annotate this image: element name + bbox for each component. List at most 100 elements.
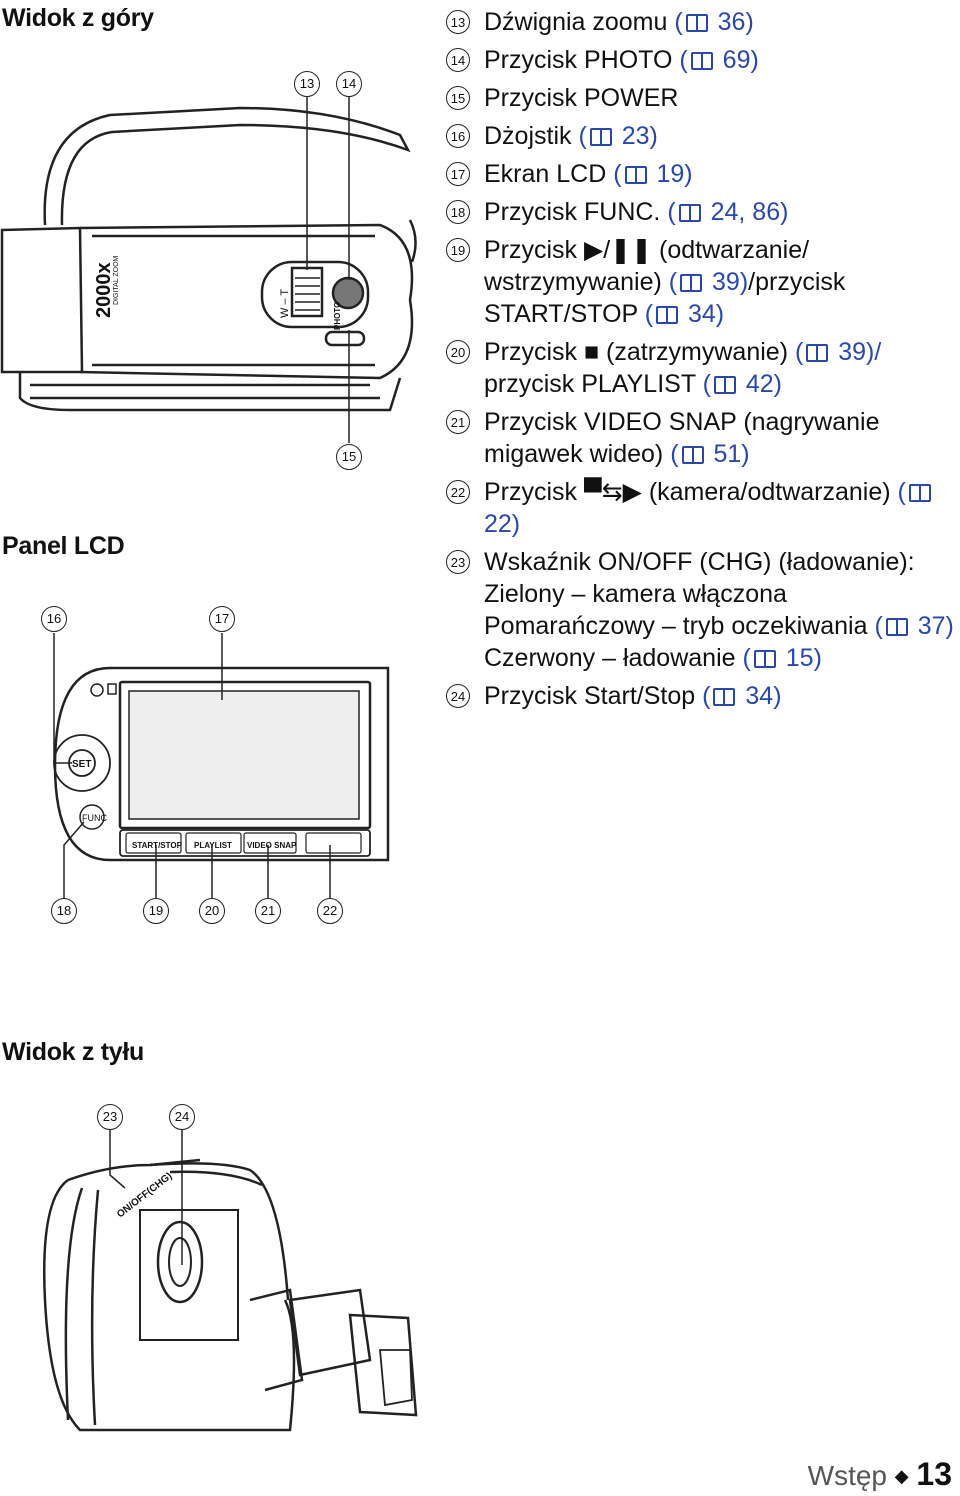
book-icon [908, 484, 931, 502]
item-number: 19 [446, 238, 470, 262]
callout-17: 17 [209, 606, 235, 632]
legend-item: 13 Dźwignia zoomu ( 36) [446, 6, 956, 38]
func-label: FUNC [82, 813, 107, 823]
page-reference[interactable]: 39)/ [831, 338, 882, 366]
footer-section: Wstęp [807, 1460, 887, 1491]
start-stop-label: START/STOP [132, 841, 183, 850]
book-icon [589, 128, 612, 146]
item-text: Przycisk VIDEO SNAP (nagrywanie migawek … [484, 408, 880, 468]
page-reference[interactable]: 39) [705, 268, 749, 296]
page-reference[interactable]: ( [674, 8, 683, 36]
legend-item: 19 Przycisk ▶/❚❚ (odtwarzanie/ wstrzymywa… [446, 234, 956, 330]
page-reference[interactable]: 42) [738, 370, 783, 398]
item-text: Przycisk POWER [484, 84, 679, 112]
item-number: 17 [446, 162, 470, 186]
camera-diagrams: 2000x DIGITAL ZOOM W – T PHOTO SET FUNC … [0, 97, 418, 1432]
page-reference[interactable]: ( [578, 122, 587, 150]
lcd-panel-diagram [53, 666, 390, 862]
callout-19: 19 [143, 898, 169, 924]
callout-15: 15 [336, 444, 362, 470]
item-text: Przycisk PHOTO [484, 46, 680, 74]
page-reference[interactable]: 69) [715, 46, 759, 74]
page-reference[interactable]: ( [702, 682, 711, 710]
onoff-label: ON/OFF(CHG) [115, 1171, 174, 1221]
book-icon [680, 274, 703, 292]
legend-item: 15 Przycisk POWER [446, 82, 956, 114]
page-reference[interactable]: 36) [710, 8, 754, 36]
book-icon [713, 688, 736, 706]
wt-label: W – T [279, 289, 291, 318]
page-reference[interactable]: ( [874, 612, 883, 640]
item-text: Przycisk ▶/❚❚ (odtwarzanie/ wstrzymywani… [484, 236, 810, 296]
set-label: SET [72, 759, 91, 770]
page-reference[interactable]: 34) [681, 300, 725, 328]
callout-22: 22 [317, 898, 343, 924]
book-icon [656, 306, 679, 324]
item-text: Dźwignia zoomu [484, 8, 675, 36]
heading-lcd-panel: Panel LCD [2, 532, 125, 560]
book-icon [753, 650, 776, 668]
video-snap-label: VIDEO SNAP [247, 841, 297, 850]
item-number: 21 [446, 410, 470, 434]
page-reference[interactable]: 24, 86) [703, 198, 789, 226]
page-reference[interactable]: ( [670, 440, 679, 468]
legend-item: 21 Przycisk VIDEO SNAP (nagrywanie migawe… [446, 406, 956, 470]
item-number: 15 [446, 86, 470, 110]
page-reference[interactable]: 37) [910, 612, 954, 640]
page-reference[interactable]: ( [644, 300, 654, 328]
legend-item: 20 Przycisk ■ (zatrzymywanie) ( 39)/ przy… [446, 336, 956, 400]
page-reference[interactable]: 34) [738, 682, 782, 710]
page-footer: Wstęp ◆ 13 [808, 1456, 952, 1493]
item-number: 20 [446, 340, 470, 364]
legend-item: 17 Ekran LCD ( 19) [446, 158, 956, 190]
diamond-icon: ◆ [894, 1466, 909, 1486]
book-icon [678, 204, 701, 222]
page-reference[interactable]: ( [742, 644, 751, 672]
callout-23: 23 [97, 1104, 123, 1130]
item-number: 13 [446, 10, 470, 34]
playlist-label: PLAYLIST [194, 841, 232, 850]
book-icon [885, 618, 908, 636]
page-reference[interactable]: ( [668, 268, 678, 296]
page-reference[interactable]: 15) [778, 644, 822, 672]
photo-label: PHOTO [333, 302, 342, 330]
callout-21: 21 [255, 898, 281, 924]
page-reference[interactable]: ( [897, 478, 906, 506]
page-reference[interactable]: ( [794, 338, 804, 366]
item-text: Ekran LCD [484, 160, 614, 188]
item-text: Dżojstik [484, 122, 579, 150]
item-text: Czerwony – ładowanie [484, 644, 743, 672]
book-icon [806, 344, 829, 362]
page-reference[interactable]: 23) [614, 122, 658, 150]
item-text: /przycisk START/STOP [484, 268, 846, 328]
item-text: Przycisk ■ (zatrzymywanie) [484, 338, 795, 366]
page-reference[interactable]: ( [702, 370, 711, 398]
callout-18: 18 [51, 898, 77, 924]
page-reference[interactable]: ( [679, 46, 688, 74]
item-number: 24 [446, 684, 470, 708]
item-text: przycisk PLAYLIST [484, 370, 703, 398]
callout-16: 16 [41, 606, 67, 632]
heading-rear-view: Widok z tyłu [2, 1038, 145, 1066]
item-number: 18 [446, 200, 470, 224]
book-icon [624, 166, 647, 184]
callout-14: 14 [336, 71, 362, 97]
item-number: 14 [446, 48, 470, 72]
legend-item: 14 Przycisk PHOTO ( 69) [446, 44, 956, 76]
page-reference[interactable]: ( [613, 160, 622, 188]
page-reference[interactable]: 22) [484, 510, 521, 538]
book-icon [681, 446, 704, 464]
zoom-label: 2000x [93, 262, 115, 318]
rear-view-diagram [43, 1158, 418, 1432]
callout-20: 20 [199, 898, 225, 924]
page-reference[interactable]: ( [667, 198, 676, 226]
book-icon [713, 376, 736, 394]
page-reference[interactable]: 19) [649, 160, 693, 188]
item-number: 23 [446, 550, 470, 574]
page-reference[interactable]: 51) [706, 440, 750, 468]
book-icon [685, 14, 708, 32]
